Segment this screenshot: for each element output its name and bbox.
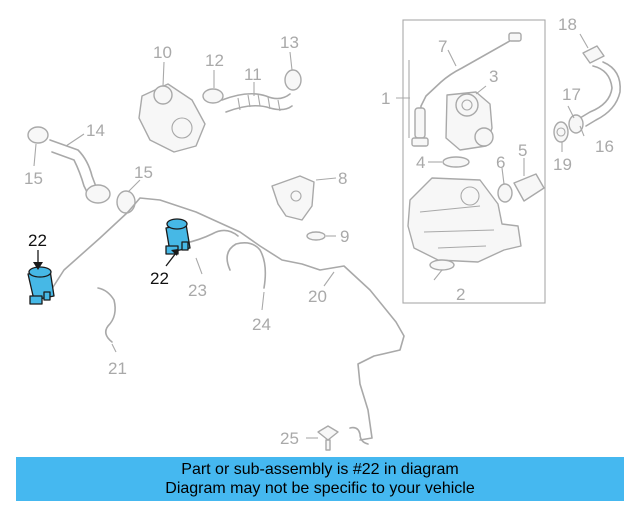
callout-16: 16 xyxy=(595,137,614,156)
part-16-pipe xyxy=(579,45,621,127)
part-10-valve xyxy=(138,83,206,153)
part-22-solenoid-left xyxy=(27,266,55,305)
callout-23: 23 xyxy=(188,281,207,300)
part-12-gasket xyxy=(202,88,224,104)
callout-3: 3 xyxy=(489,67,498,86)
part-2-gasket xyxy=(429,259,455,271)
banner-line-part: Part or sub-assembly is #22 in diagram xyxy=(181,461,459,478)
part-25-bolt xyxy=(317,425,339,451)
callout-19: 19 xyxy=(553,155,572,174)
part-17-19-ring xyxy=(553,114,584,143)
part-15-gasket-right xyxy=(116,190,136,214)
part-24-hose xyxy=(226,242,267,289)
part-21-hose xyxy=(97,287,116,343)
callout-22-center: 22 xyxy=(150,269,169,288)
callout-15-right: 15 xyxy=(134,163,153,182)
callout-7: 7 xyxy=(438,37,447,56)
callout-labels: 1 2 3 4 5 6 7 8 9 10 11 12 13 14 15 15 1… xyxy=(24,15,614,448)
info-banner: Part or sub-assembly is #22 in diagram D… xyxy=(16,457,624,501)
callout-22-left: 22 xyxy=(28,231,47,250)
part-4-o-ring xyxy=(442,156,470,168)
callout-4: 4 xyxy=(416,153,425,172)
part-8-bracket xyxy=(271,175,315,221)
callout-12: 12 xyxy=(205,51,224,70)
part-15-gasket-left xyxy=(27,126,49,144)
callout-14: 14 xyxy=(86,121,105,140)
callout-5: 5 xyxy=(518,141,527,160)
leader-lines xyxy=(33,33,589,439)
part-7-sensor xyxy=(411,32,522,147)
part-9-washer xyxy=(306,231,326,241)
callout-15-left: 15 xyxy=(24,169,43,188)
hose-clip xyxy=(349,426,369,445)
assembly-group-box xyxy=(402,19,546,304)
callout-8: 8 xyxy=(338,169,347,188)
part-13-gasket xyxy=(284,69,302,91)
callout-1: 1 xyxy=(381,89,390,108)
part-22-solenoid-center xyxy=(165,218,191,255)
callout-9: 9 xyxy=(340,227,349,246)
callout-25: 25 xyxy=(280,429,299,448)
callout-2: 2 xyxy=(456,285,465,304)
pointer-arrows-22 xyxy=(33,249,178,270)
callout-11: 11 xyxy=(244,65,262,84)
banner-line-disclaimer: Diagram may not be specific to your vehi… xyxy=(165,480,475,497)
callout-20: 20 xyxy=(308,287,327,306)
part-1-housing xyxy=(407,177,522,263)
parts-diagram: 1 2 3 4 5 6 7 8 9 10 11 12 13 14 15 15 1… xyxy=(24,15,621,451)
part-23-hose xyxy=(181,229,239,245)
part-20-hose xyxy=(45,197,405,441)
callout-21: 21 xyxy=(108,359,127,378)
callout-10: 10 xyxy=(153,43,172,62)
callout-24: 24 xyxy=(252,315,271,334)
callout-6: 6 xyxy=(496,153,505,172)
callout-17: 17 xyxy=(562,85,581,104)
part-3-egr-valve xyxy=(445,91,494,151)
callout-18: 18 xyxy=(558,15,577,34)
part-14-pipe xyxy=(49,139,111,204)
part-6-gasket xyxy=(497,183,513,203)
part-11-pipe xyxy=(221,92,293,113)
callout-13: 13 xyxy=(280,33,299,52)
part-5-connector xyxy=(513,173,545,202)
